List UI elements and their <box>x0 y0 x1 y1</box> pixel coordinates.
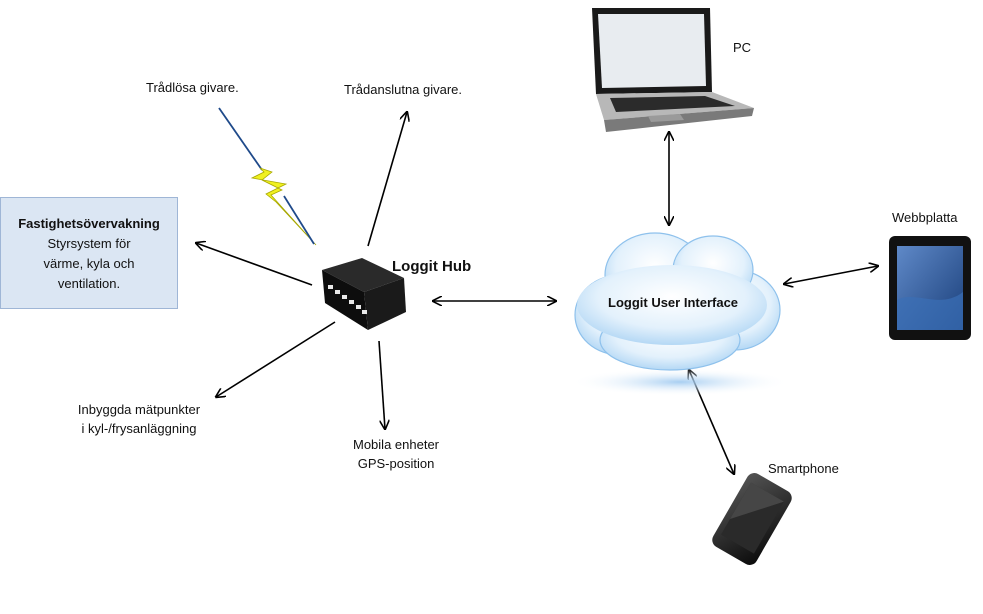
label-builtin-line2: i kyl-/frysanläggning <box>81 421 197 436</box>
building-box-line1: Styrsystem för <box>47 236 131 251</box>
arrow-to-building-system <box>196 243 313 286</box>
arrow-to-builtin-points <box>216 321 336 397</box>
label-builtin-points: Inbyggda mätpunkter i kyl-/frysanläggnin… <box>64 400 214 438</box>
tablet-icon <box>889 236 971 340</box>
label-smartphone: Smartphone <box>768 461 839 476</box>
label-mobile-units-line2: GPS-position <box>357 456 435 471</box>
label-hub: Loggit Hub <box>392 258 472 275</box>
arrow-to-wired-sensors <box>367 112 407 247</box>
building-monitoring-box: Fastighetsövervakning Styrsystem för vär… <box>0 197 178 309</box>
building-box-title: Fastighetsövervakning <box>18 216 160 231</box>
building-box-line2: värme, kyla och <box>43 256 135 271</box>
hub-device-icon <box>322 258 406 330</box>
wireless-signal-icon <box>218 107 317 246</box>
label-wired-sensors: Trådanslutna givare. <box>344 82 463 97</box>
label-user-interface: Loggit User Interface <box>608 295 739 310</box>
connection-arrows <box>196 112 878 474</box>
arrow-to-mobile-units <box>378 340 385 429</box>
cloud-icon <box>570 232 790 396</box>
label-builtin-line1: Inbyggda mätpunkter <box>77 402 201 417</box>
laptop-icon <box>592 8 754 132</box>
label-mobile-units-line1: Mobila enheter <box>353 437 439 452</box>
smartphone-icon <box>712 473 792 565</box>
building-box-line3: ventilation. <box>57 276 121 291</box>
label-wireless-sensors: Trådlösa givare. <box>146 80 239 95</box>
label-mobile-units: Mobila enheter GPS-position <box>337 435 455 473</box>
arrow-cloud-tablet <box>784 266 878 284</box>
label-pc: PC <box>733 40 752 55</box>
label-tablet: Webbplatta <box>892 210 958 225</box>
